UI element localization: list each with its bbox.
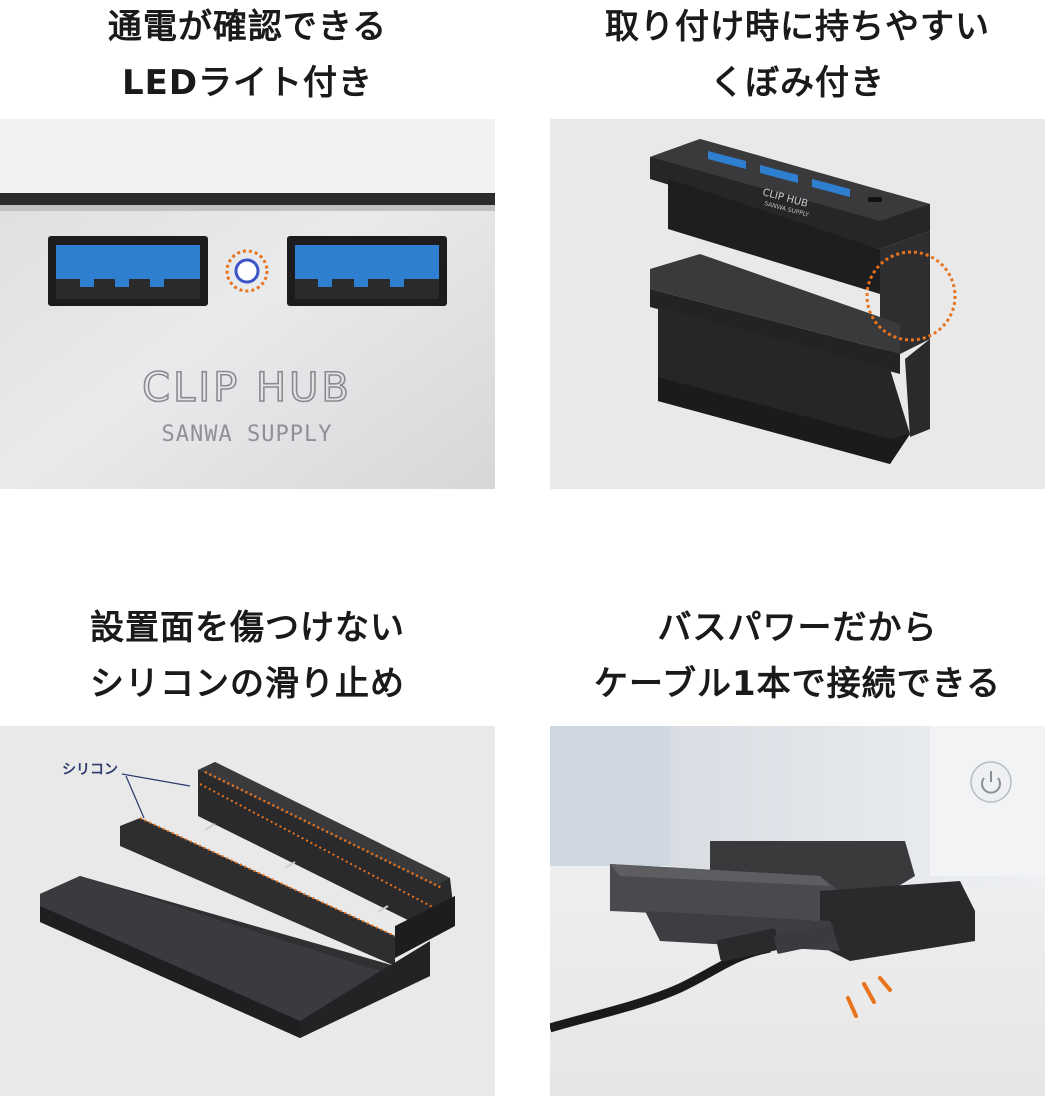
led-indicator-icon — [225, 249, 269, 293]
product-photo-grip: CLIP HUB SANWA SUPPLY — [550, 119, 1045, 489]
title-line-2: シリコンの滑り止め — [90, 664, 405, 704]
title-line-1: 取り付け時に持ちやすい — [605, 7, 990, 47]
usb-cable-icon — [550, 924, 836, 1033]
usb-port-icon — [287, 236, 447, 306]
title-line-1: 設置面を傷つけない — [90, 608, 405, 648]
product-photo-silicone: シリコン — [0, 726, 495, 1096]
motion-lines-icon — [846, 976, 892, 1018]
feature-title: 通電が確認できる LEDライト付き — [0, 0, 495, 111]
feature-title: バスパワーだから ケーブル1本で接続できる — [550, 600, 1045, 712]
feature-title: 設置面を傷つけない シリコンの滑り止め — [0, 600, 495, 712]
usb-port-icon — [48, 236, 208, 306]
title-line-1: バスパワーだから — [657, 608, 938, 648]
title-line-2: くぼみ付き — [710, 63, 885, 103]
callout-line-icon — [121, 773, 191, 819]
product-photo-buspower — [550, 726, 1045, 1096]
feature-title: 取り付け時に持ちやすい くぼみ付き — [550, 0, 1045, 111]
title-line-1: 通電が確認できる — [107, 7, 388, 47]
silicone-callout: シリコン — [62, 762, 118, 778]
highlight-circle-icon — [865, 250, 957, 342]
brand-text: SANWA SUPPLY — [162, 422, 333, 447]
title-line-2: LEDライト付き — [121, 63, 374, 103]
power-button-icon — [970, 761, 1012, 803]
logo-text: CLIP HUB — [142, 365, 352, 411]
title-line-2: ケーブル1本で接続できる — [594, 664, 1001, 704]
product-photo-led: CLIP HUB SANWA SUPPLY — [0, 119, 495, 489]
usb-port-icon — [708, 151, 882, 202]
